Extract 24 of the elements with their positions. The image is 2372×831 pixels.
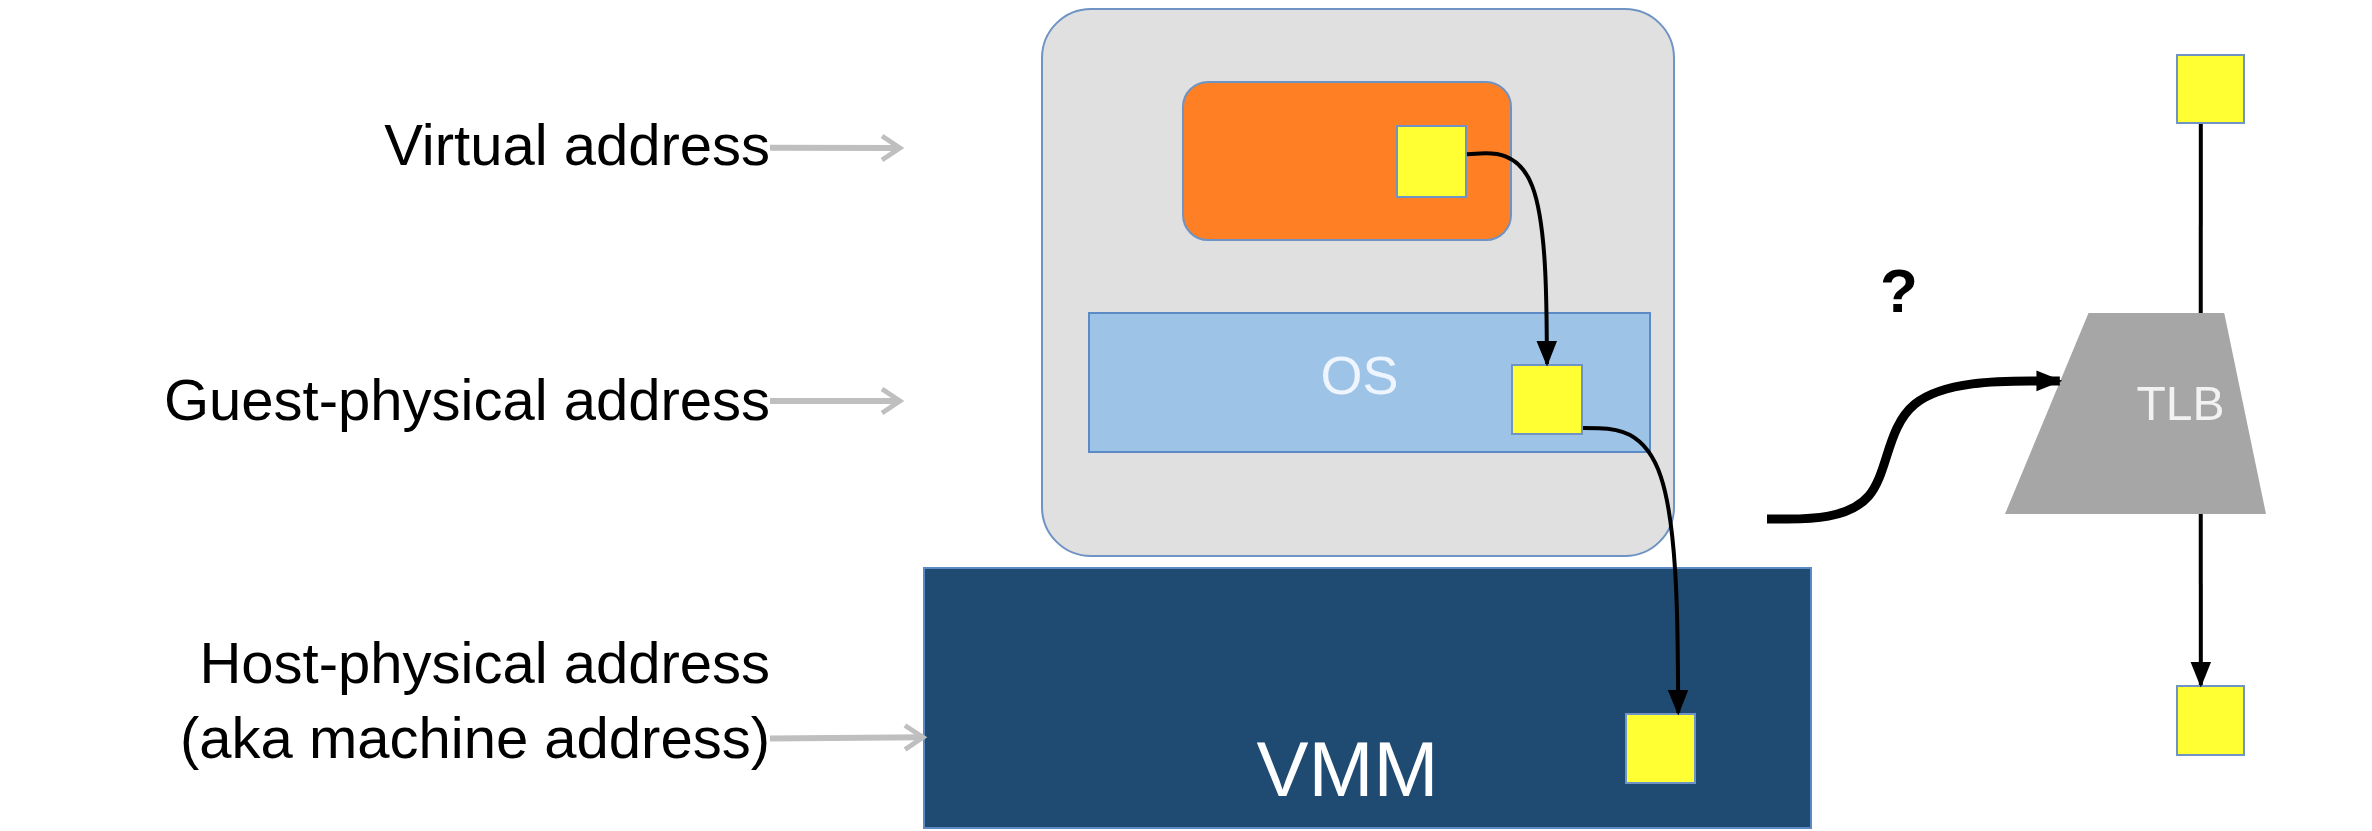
arrow (1466, 151, 1558, 367)
vmm-box (923, 567, 1812, 829)
os-band (1088, 312, 1651, 453)
tlb-label: TLB (2136, 376, 2225, 431)
pointer-arrow (770, 386, 903, 416)
address-label: Host-physical address (aka machine address) (179, 628, 770, 772)
pointer-arrow (770, 133, 903, 163)
address-square (1511, 364, 1583, 435)
connector-line (2198, 124, 2203, 313)
arrow (1582, 425, 1689, 716)
virtual-machine-box (1041, 8, 1675, 557)
address-square (1625, 713, 1696, 784)
os-label: OS (1320, 344, 1399, 406)
address-label: Virtual address (384, 111, 770, 180)
application-box (1182, 81, 1512, 241)
arrow (2190, 514, 2212, 688)
vmm-label: VMM (1256, 724, 1439, 815)
address-square (2176, 54, 2245, 124)
address-square (1396, 125, 1467, 198)
question-mark-label: ? (1880, 255, 1918, 326)
pointer-arrow (769, 723, 926, 752)
arrow (1767, 370, 2063, 524)
address-square (2176, 685, 2245, 756)
address-label: Guest-physical address (163, 366, 770, 435)
